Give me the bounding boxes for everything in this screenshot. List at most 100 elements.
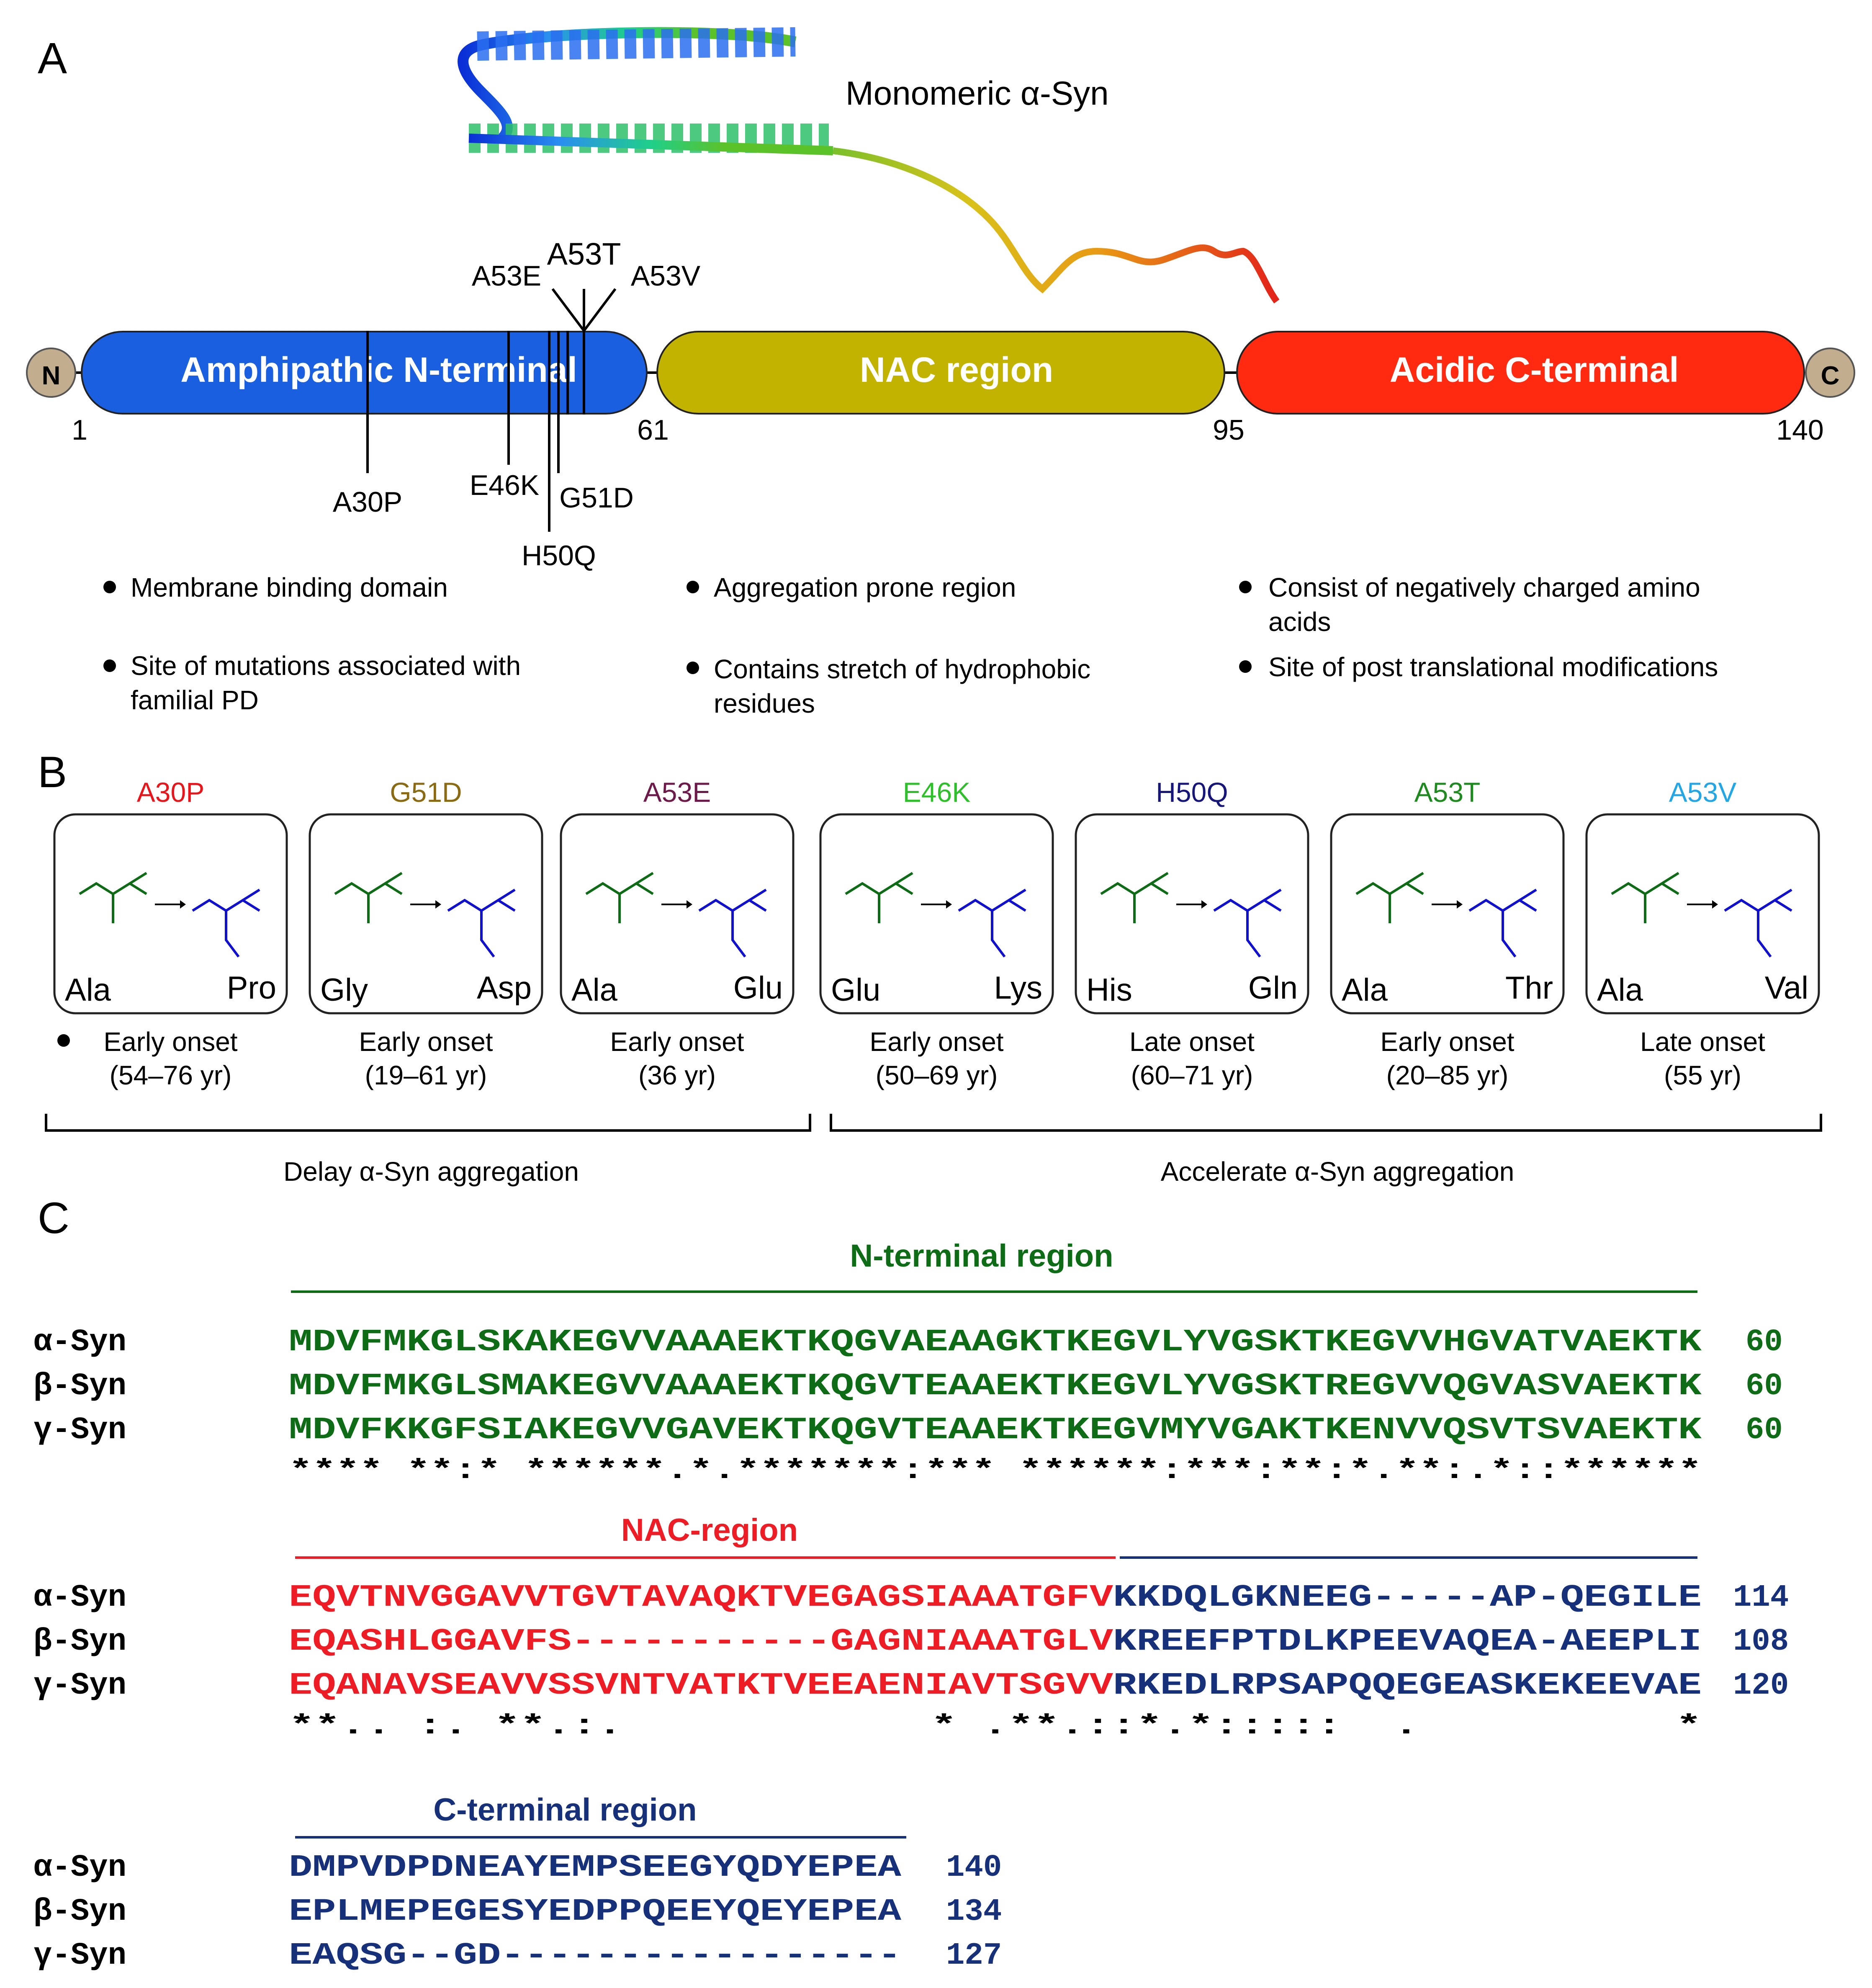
seq-count-alpha-3: 140 — [946, 1850, 1002, 1885]
onset-age: (60–71 yr) — [1131, 1060, 1253, 1090]
wildtype-structure — [585, 872, 654, 923]
protein-name-gamma: γ-Syn — [33, 1938, 126, 1973]
mutation-a30p: A30P — [333, 486, 402, 518]
residue-from: Ala — [1342, 972, 1388, 1008]
consensus-1: **** **:* ******.*.*******:*** ******:**… — [289, 1455, 1702, 1486]
n-terminus-label: N — [42, 361, 61, 390]
seq-count-gamma-2: 120 — [1733, 1668, 1789, 1703]
mutation-box — [1585, 813, 1820, 1015]
alignment-block-1: α-Syn β-Syn γ-Syn MDVFMKGLSKAKEGVVAAAEKT… — [33, 1325, 1783, 1486]
arrow-head — [1457, 900, 1463, 909]
mutation-title: A53T — [1414, 777, 1481, 808]
alignment-block-2: α-Syn β-Syn γ-Syn EQVTNVGGAVVTGVTAVAQKTV… — [33, 1580, 1789, 1742]
wildtype-structure — [1611, 872, 1679, 923]
protein-name-gamma: γ-Syn — [33, 1668, 126, 1703]
residue-from: Glu — [831, 972, 880, 1008]
seq-gamma-c: RKEDLRPSAPQQEGEASKEKEEVAE — [1113, 1668, 1702, 1703]
wildtype-structure — [1100, 872, 1169, 923]
mutation-box — [1330, 813, 1565, 1015]
seq-count-gamma-1: 60 — [1746, 1413, 1783, 1448]
protein-name-beta: β-Syn — [33, 1624, 126, 1659]
seq-alpha-n: MDVFMKGLSKAKEGVVAAAEKTKQGVAEAAGKTKEGVLYV… — [289, 1325, 1702, 1360]
domain-c-label: Acidic C-terminal — [1390, 350, 1679, 389]
bracket-delay — [45, 1114, 811, 1132]
residue-from: His — [1086, 972, 1132, 1008]
onset-label: Early onset — [869, 1027, 1003, 1057]
onset-age: (55 yr) — [1664, 1060, 1741, 1090]
residue-to: Glu — [733, 970, 783, 1006]
position-95: 95 — [1213, 414, 1245, 446]
note-n-1: Membrane binding domain — [131, 572, 448, 603]
note-nac-1: Aggregation prone region — [714, 572, 1016, 603]
residue-from: Ala — [1597, 972, 1643, 1008]
onset-label: Late onset — [1640, 1027, 1765, 1057]
mutation-title: A53E — [643, 777, 711, 808]
n-terminus-marker — [26, 348, 76, 398]
mutation-e46k: E46K — [470, 469, 539, 501]
domain-bar: N C Amphipathic N-terminal NAC region Ac… — [26, 288, 1855, 532]
mut-line-a53v — [583, 288, 617, 332]
seq-beta-c: KREEFPTDLKPEEVAQEA-AEEPLI — [1113, 1624, 1702, 1659]
protein-name-beta: β-Syn — [33, 1894, 126, 1929]
seq-count-alpha-1: 60 — [1746, 1325, 1783, 1360]
protein-name-beta: β-Syn — [33, 1369, 126, 1404]
onset-label: Early onset — [1380, 1027, 1514, 1057]
seq-gamma-n: MDVFKKGFSIAKEGVVGAVEKTKQGVTEAAEKTKEGVMYV… — [289, 1413, 1702, 1448]
region-title-n: N-terminal region — [850, 1238, 1113, 1274]
group-brackets — [45, 1114, 1822, 1132]
mutant-structure — [192, 888, 260, 958]
structure-label: Monomeric α-Syn — [846, 75, 1109, 112]
wildtype-structure — [79, 872, 147, 923]
onset-age: (36 yr) — [638, 1060, 716, 1090]
mutation-box — [1075, 813, 1309, 1015]
mutation-title: A30P — [137, 777, 204, 808]
mutation-a53t: A53T — [547, 237, 621, 271]
domain-nac — [656, 331, 1225, 415]
region-title-nac: NAC-region — [621, 1512, 798, 1548]
group-delay-label: Delay α-Syn aggregation — [283, 1156, 579, 1187]
note-c-2: Site of post translational modifications — [1268, 652, 1718, 682]
onset-label: Late onset — [1129, 1027, 1255, 1057]
domain-c-terminal — [1236, 331, 1805, 415]
residue-to: Pro — [227, 970, 276, 1006]
mutant-structure — [698, 888, 767, 958]
arrow-head — [180, 900, 186, 909]
residue-from: Ala — [571, 972, 618, 1008]
residue-to: Thr — [1505, 970, 1553, 1006]
note-n-2-line: familial PD — [131, 685, 259, 715]
protein-name-alpha: α-Syn — [33, 1580, 126, 1615]
mutation-a53e: A53E — [472, 260, 541, 292]
mut-line-a53e — [551, 288, 585, 332]
arrow-head — [1712, 900, 1718, 909]
residue-to: Asp — [477, 970, 532, 1006]
c-terminus-marker — [1805, 348, 1855, 398]
mutation-box — [309, 813, 543, 1015]
seq-gamma-ct: EAQSG--GD----------------- — [289, 1938, 901, 1973]
domain-notes: Membrane binding domain Site of mutation… — [103, 572, 1718, 718]
wildtype-structure — [334, 872, 403, 923]
domain-n-label: Amphipathic N-terminal — [180, 350, 577, 389]
note-bullet — [687, 581, 699, 593]
onset-age: (19–61 yr) — [365, 1060, 487, 1090]
mutant-structure — [958, 888, 1026, 958]
onset-bullet — [57, 1034, 70, 1047]
mutant-structure — [1468, 888, 1537, 958]
note-c-1-line: Consist of negatively charged amino — [1268, 572, 1700, 603]
note-bullet — [687, 662, 699, 674]
note-bullet — [103, 659, 116, 672]
arrow-head — [946, 900, 952, 909]
residue-from: Gly — [320, 972, 368, 1008]
seq-count-beta-3: 134 — [946, 1894, 1002, 1929]
group-accelerate-label: Accelerate α-Syn aggregation — [1161, 1156, 1515, 1187]
mutant-structure — [447, 888, 516, 958]
consensus-2: **.. :. **.:. * .**.::*.*::::: . * — [289, 1710, 1702, 1742]
residue-from: Ala — [65, 972, 111, 1008]
